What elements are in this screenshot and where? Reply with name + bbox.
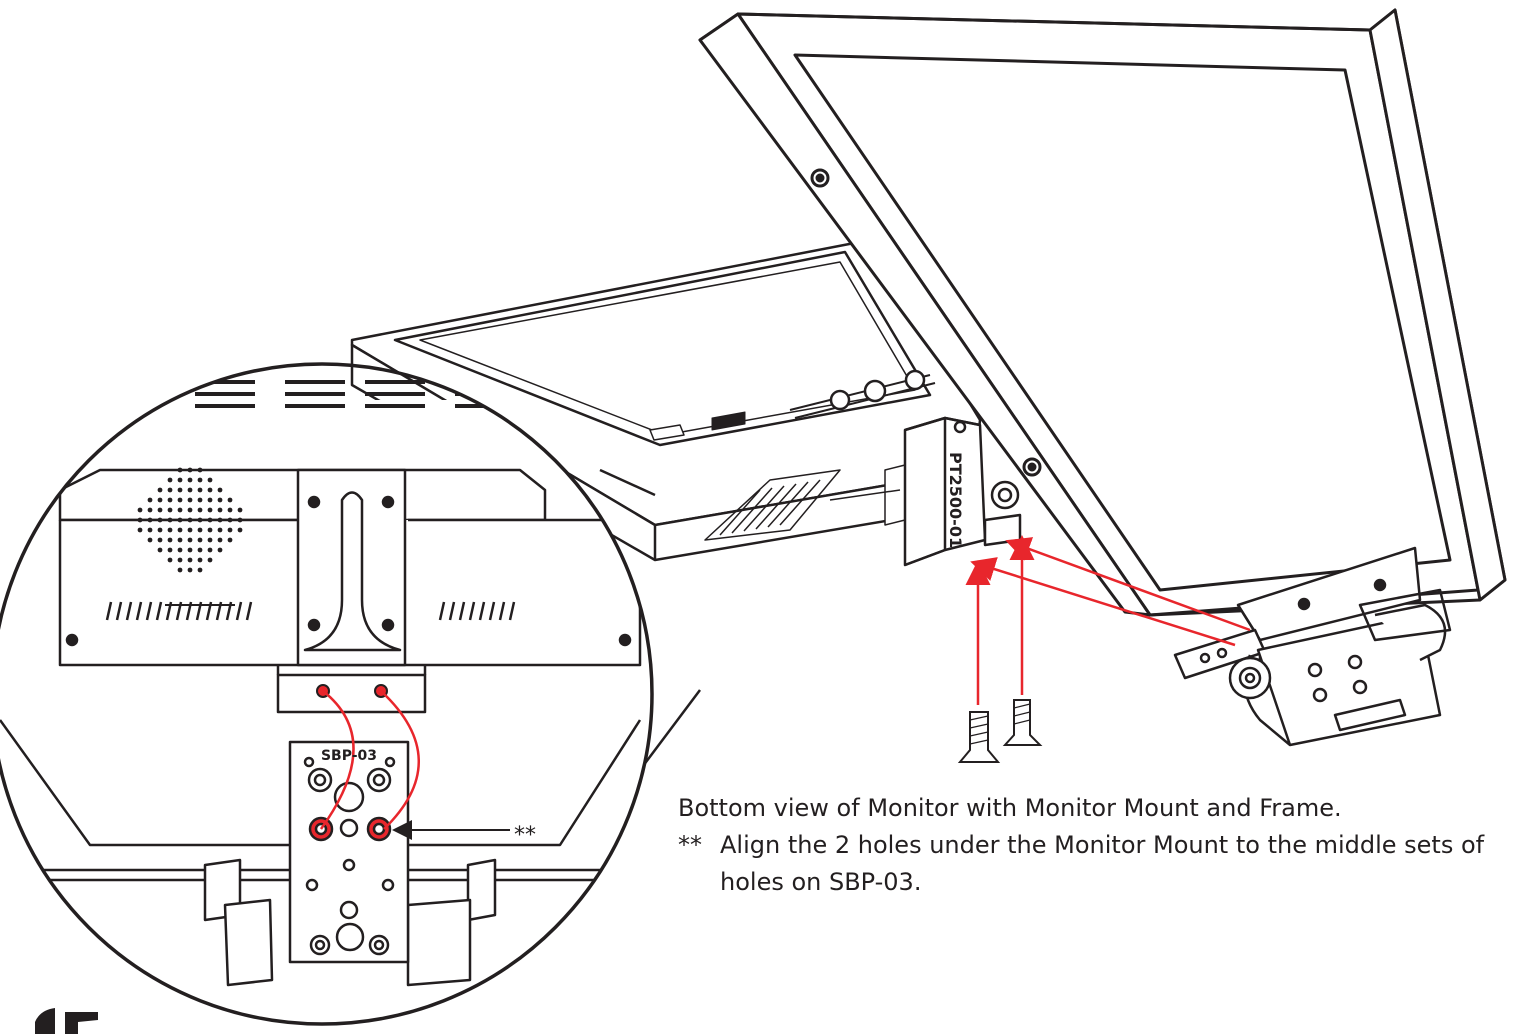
zoom-detail bbox=[0, 362, 701, 1026]
frame-clamp bbox=[1173, 546, 1452, 747]
zoom-circle-outline bbox=[0, 362, 654, 1026]
note-marker: ** bbox=[678, 831, 702, 859]
monitor-frame bbox=[698, 8, 1507, 617]
mount-label: PT2500-01 bbox=[946, 452, 965, 548]
plate-label: SBP-03 bbox=[321, 748, 377, 764]
monitor-body bbox=[350, 238, 982, 562]
screw-right bbox=[1002, 699, 1043, 746]
logo-fragment bbox=[35, 1008, 98, 1034]
callout-marker: ** bbox=[514, 823, 536, 848]
note-text: Align the 2 holes under the Monitor Moun… bbox=[720, 831, 1485, 896]
caption-line: Bottom view of Monitor with Monitor Moun… bbox=[678, 794, 1342, 822]
caption: Bottom view of Monitor with Monitor Moun… bbox=[678, 790, 1498, 901]
caption-note: ** Align the 2 holes under the Monitor M… bbox=[678, 827, 1498, 901]
alignment-arrows bbox=[965, 535, 1251, 705]
screw-left bbox=[957, 711, 1001, 763]
monitor-mount bbox=[903, 416, 1022, 567]
speaker-grille bbox=[137, 467, 243, 573]
